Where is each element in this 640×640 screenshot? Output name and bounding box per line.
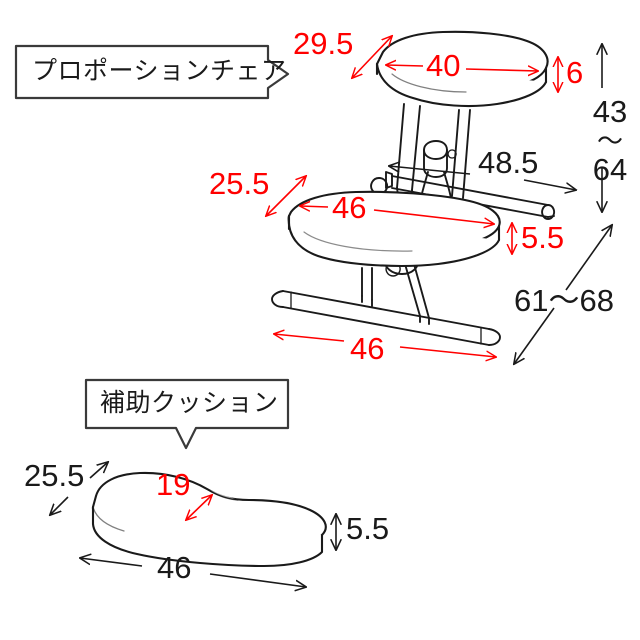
aux-cushion-shape — [91, 471, 327, 568]
dim-backrest-depth-line — [352, 36, 392, 78]
dim-backrest-thickness-label: 6 — [566, 55, 584, 90]
dim-cushion-depth-line — [0, 0, 108, 515]
callout-label-cushion: 補助クッション — [100, 388, 279, 417]
dim-backrest-depth-label: 29.5 — [293, 26, 354, 61]
seat-pad-shape — [287, 190, 501, 267]
dim-cushion-notch-label: 19 — [156, 467, 191, 502]
dim-height-range-top: 43 — [592, 94, 628, 129]
dim-cushion-thickness-label: 5.5 — [346, 511, 390, 546]
callout-label-chair: プロポーションチェア — [32, 56, 287, 85]
dim-cushion-notch-line — [186, 495, 212, 520]
backrest-pad-shape — [375, 30, 549, 108]
dim-cushion-width-line — [80, 558, 306, 587]
dim-seat-thickness-label: 5.5 — [521, 220, 565, 255]
dim-frame-length-line — [389, 166, 576, 190]
dim-cushion-depth-label: 25.5 — [24, 458, 85, 493]
dim-cushion-width-label: 46 — [157, 550, 192, 585]
dim-frame-length-label: 48.5 — [478, 145, 539, 180]
dim-seat-depth-line — [266, 176, 306, 216]
dim-seat-width-line — [300, 206, 494, 224]
dim-backrest-width-line — [386, 65, 538, 71]
dim-depth-range-line — [514, 225, 612, 364]
dim-height-range-bottom: 64 — [592, 152, 628, 188]
dim-height-range-separator: 〜 — [596, 125, 623, 156]
callout-box-chair-shape — [14, 44, 290, 100]
callout-box-cushion-shape — [84, 378, 290, 450]
dim-base-width-line — [274, 334, 496, 357]
dim-height-range-label: 43 〜 64 — [588, 96, 632, 186]
dim-depth-range-label: 61〜68 — [514, 283, 614, 318]
dim-seat-width-label: 46 — [332, 190, 367, 225]
dim-base-width-label: 46 — [350, 331, 385, 366]
dim-backrest-width-label: 40 — [426, 48, 461, 83]
dim-seat-depth-label: 25.5 — [209, 166, 270, 201]
